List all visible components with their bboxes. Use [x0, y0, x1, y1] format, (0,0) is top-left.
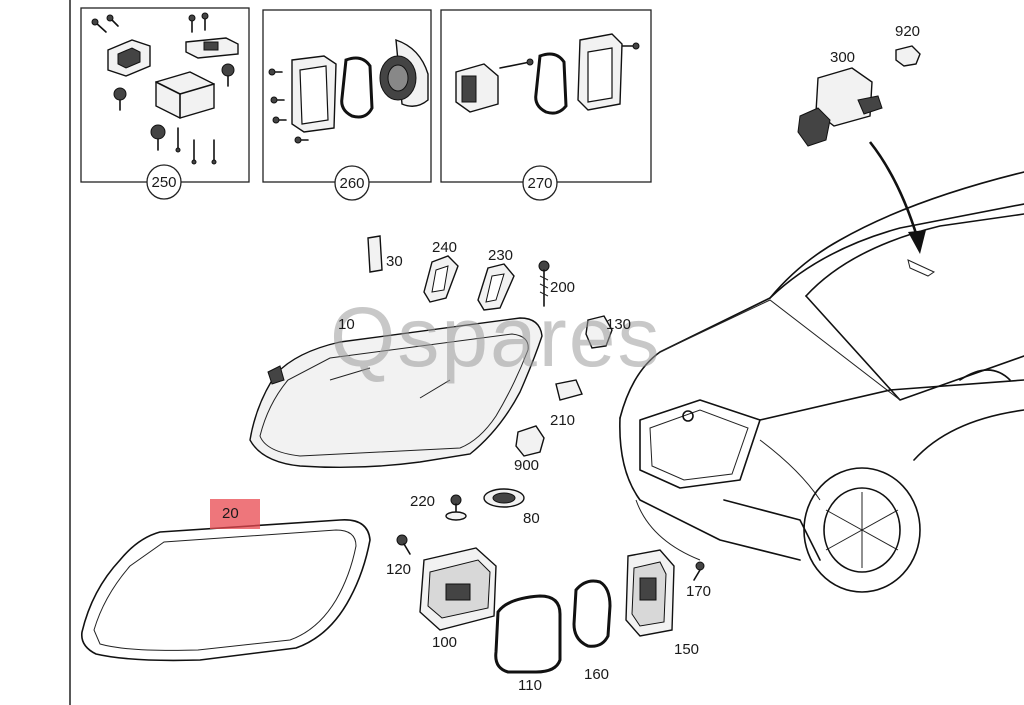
control-unit-100[interactable]: [419, 547, 497, 631]
part-label-10: 10: [338, 316, 355, 333]
ballast-frame-icon: [577, 33, 623, 111]
part-label-80: 80: [523, 510, 540, 527]
lamp-module-icon: [379, 38, 429, 107]
ballast-frame-icon: [291, 55, 337, 133]
bracket-240[interactable]: [423, 255, 459, 303]
car-outline: [619, 171, 1024, 593]
screw-icon: [268, 68, 309, 144]
bolt-icon: [113, 63, 235, 165]
screw-icon: [91, 12, 209, 33]
kit-box-270[interactable]: 270: [440, 9, 652, 201]
part-label-120: 120: [386, 561, 411, 578]
part-label-130: 130: [606, 316, 631, 333]
part-label-210: 210: [550, 412, 575, 429]
arrow-to-windshield: [868, 141, 920, 241]
screw-200[interactable]: [538, 260, 550, 307]
part-label-300: 300: [830, 49, 855, 66]
part-label-170: 170: [686, 583, 711, 600]
part-label-100: 100: [432, 634, 457, 651]
kit-box-260[interactable]: 260: [262, 9, 432, 201]
gasket-160[interactable]: [572, 579, 612, 648]
clip-900[interactable]: [515, 425, 545, 457]
part-label-160: 160: [584, 666, 609, 683]
part-number-labels: 10 20 30 80 100 110 120 130 150 160 170 …: [222, 23, 920, 694]
part-label-900: 900: [514, 457, 539, 474]
part-label-110: 110: [518, 677, 542, 694]
kit-label-260: 260: [339, 175, 364, 192]
highlight-box: [210, 499, 260, 529]
bracket-box-icon: [155, 71, 215, 119]
gasket-110[interactable]: [494, 594, 562, 674]
part-label-150: 150: [674, 641, 699, 658]
part-label-920: 920: [895, 23, 920, 40]
headlamp-lens-20[interactable]: [80, 499, 371, 662]
bracket-icon: [107, 37, 239, 77]
adhesive-pad-920[interactable]: [895, 45, 921, 67]
kit-label-270: 270: [527, 175, 552, 192]
bracket-230[interactable]: [477, 263, 515, 311]
watermark-text: Qspares: [330, 290, 661, 384]
connector-130[interactable]: [585, 315, 613, 349]
headlamp-housing-10[interactable]: [249, 317, 543, 469]
screw-120[interactable]: [396, 534, 411, 555]
clip-210[interactable]: [555, 379, 583, 401]
gasket-icon: [534, 52, 568, 115]
connector-module-icon: [455, 63, 499, 113]
part-label-30: 30: [386, 253, 403, 270]
part-label-230: 230: [488, 247, 513, 264]
cap-80[interactable]: [483, 488, 525, 508]
part-label-220: 220: [410, 493, 435, 510]
label-sticker-30[interactable]: [367, 235, 383, 273]
screw-170[interactable]: [693, 561, 705, 581]
gasket-icon: [340, 56, 374, 119]
screw-220[interactable]: [445, 494, 467, 521]
part-label-240: 240: [432, 239, 457, 256]
part-label-20: 20: [222, 505, 239, 522]
kit-box-250[interactable]: 250: [80, 7, 250, 200]
control-unit-150[interactable]: [625, 549, 675, 637]
arrow-head-icon: [908, 230, 926, 254]
part-label-200: 200: [550, 279, 575, 296]
kit-label-250: 250: [151, 174, 176, 191]
sensor-unit-300[interactable]: [797, 67, 883, 147]
